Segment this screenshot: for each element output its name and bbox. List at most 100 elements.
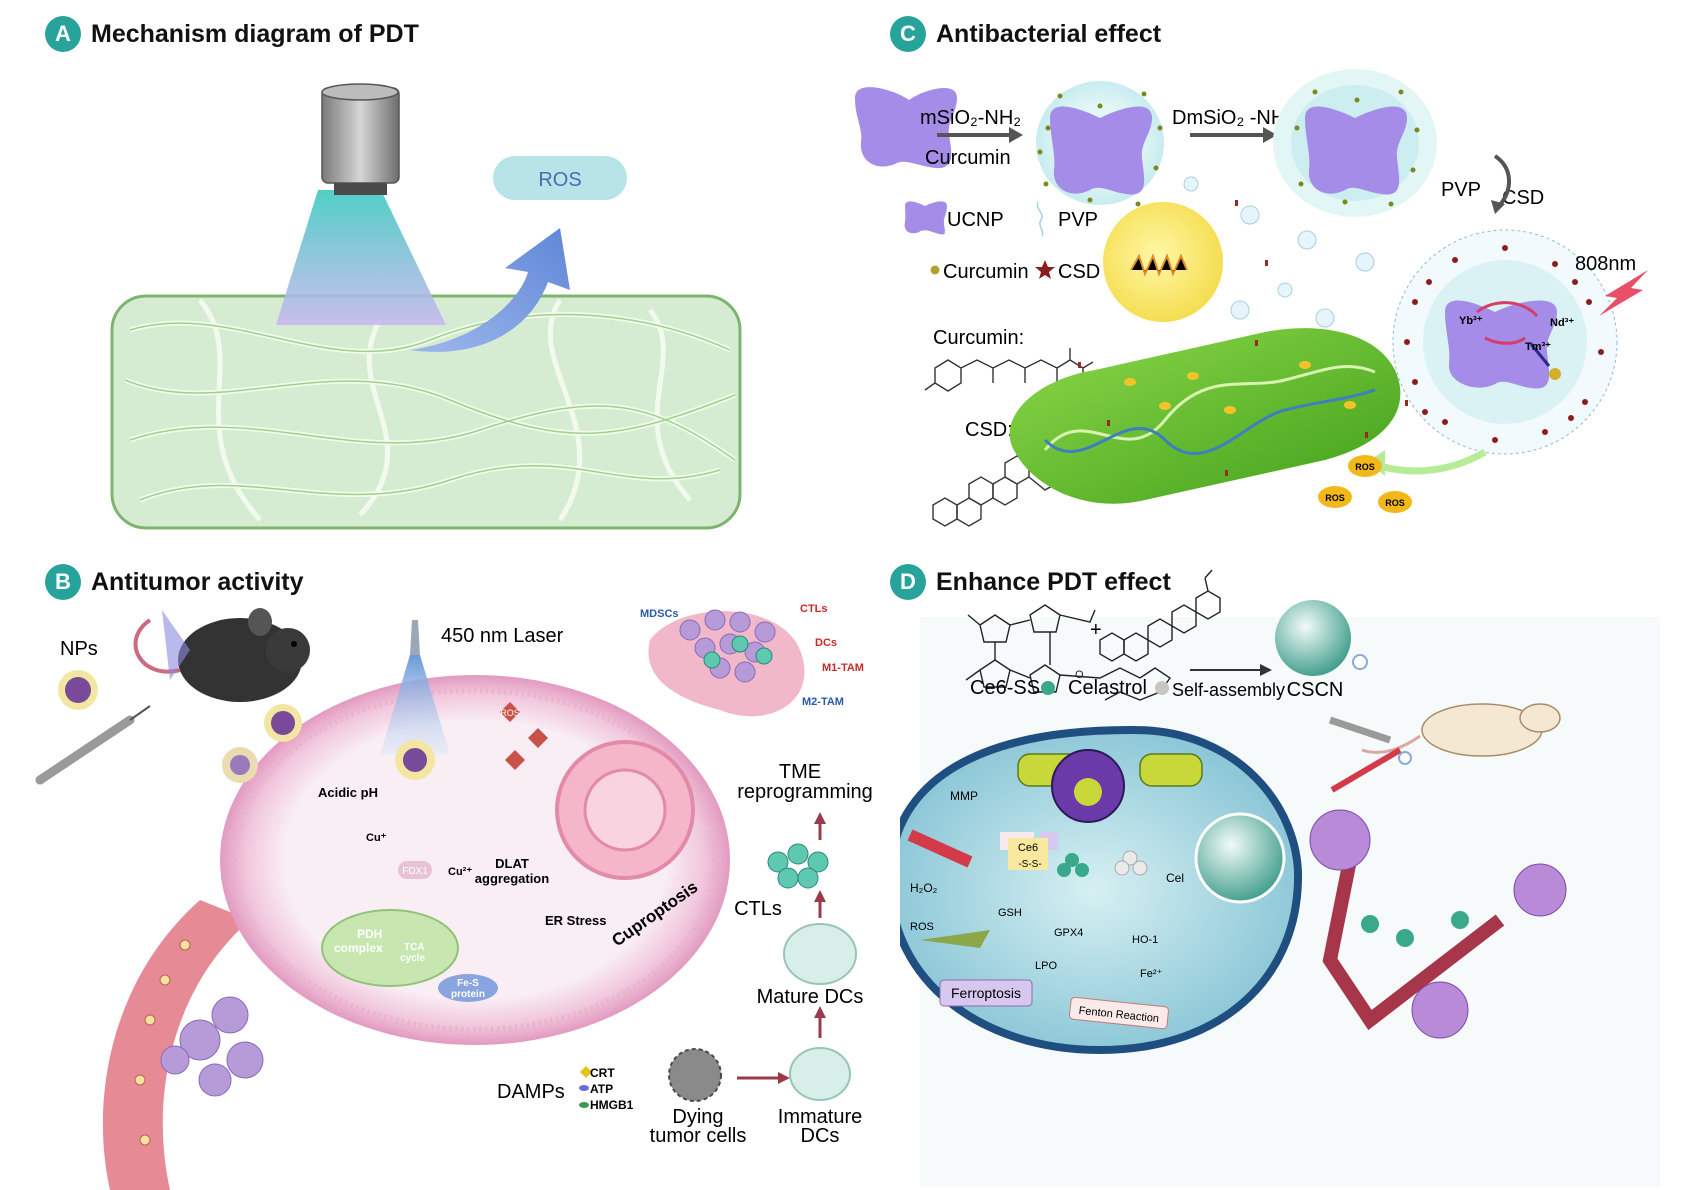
tme-label-2: reprogramming [737, 781, 873, 803]
cel-label: Cel [1166, 871, 1184, 885]
atp-label: ATP [590, 1082, 613, 1096]
csd-structure-label: CSD: [965, 419, 1013, 441]
ce6ss-structure-nh: O [1075, 669, 1084, 681]
panel-b-badge: B [45, 564, 81, 600]
panel-b-title: Antitumor activity [91, 567, 304, 596]
mmp-label: MMP [950, 789, 978, 803]
ctl-cluster [767, 843, 829, 889]
legend-pvp-icon [1036, 201, 1044, 237]
ho1-label: HO-1 [1132, 934, 1158, 946]
ros-pill [493, 156, 627, 200]
csd-particles [1078, 200, 1408, 476]
pdh-label-2: complex [334, 941, 383, 955]
tca-label-1: TCA [404, 942, 425, 953]
panel-c-header: C Antibacterial effect [890, 16, 1161, 52]
aggregation-label: aggregation [475, 871, 549, 886]
pdh-label-1: PDH [357, 927, 382, 941]
dying-tumor-cell [668, 1048, 722, 1102]
legend-pvp: PVP [1058, 209, 1098, 231]
panel-c: C Antibacterial effect mSiO₂-NH₂ Curcumi… [845, 0, 1689, 540]
ce6-label: Ce6 [1018, 842, 1038, 854]
tissue-fibers-outline [124, 313, 736, 501]
fe2-label: Fe²⁺ [1140, 968, 1163, 980]
ros-bursts [1318, 455, 1412, 513]
tm-label: Tm³⁺ [1525, 341, 1551, 353]
damps-label: DAMPs [497, 1081, 565, 1103]
dlat-label: DLAT [495, 856, 529, 871]
csd-step-label: CSD [1502, 187, 1544, 209]
laser-in-cell [907, 829, 973, 868]
step1-label: mSiO₂-NH₂ [920, 107, 1021, 129]
ros-burst-label-2: ROS [1325, 493, 1345, 503]
cscn-entering [1194, 812, 1286, 904]
legend-ucnp: UCNP [947, 209, 1004, 231]
panel-d-header: D Enhance PDT effect [890, 564, 1171, 600]
tumor-vessel [1309, 809, 1567, 1039]
fdx1-label: FDX1 [402, 866, 428, 877]
bacterium [1009, 328, 1401, 504]
m2-tam-label: M2-TAM [802, 696, 844, 708]
dying-label-2: tumor cells [650, 1125, 747, 1147]
laser-label: 450 nm Laser [441, 625, 564, 647]
er-stress-label: ER Stress [545, 913, 606, 928]
light-sphere [1103, 202, 1223, 322]
mitochondrion [321, 909, 459, 987]
panel-d: D Enhance PDT effect O Ce6-SS + [890, 560, 1689, 1190]
h2o2-label: H₂O₂ [910, 881, 938, 895]
pdt-mechanism-illustration: ROS [110, 83, 742, 530]
immature-label-2: DCs [801, 1125, 840, 1147]
vessel-cells [134, 939, 191, 1146]
curcumin-structure [924, 348, 1094, 392]
ros-return-arrow [1375, 448, 1487, 475]
panel-a: A Mechanism diagram of PDT [0, 0, 845, 540]
mouse-illustration [133, 608, 310, 702]
plus-sign: + [1090, 619, 1102, 641]
panel-d-badge: D [890, 564, 926, 600]
immature-label-1: Immature [778, 1106, 862, 1128]
ros-burst-label-1: ROS [1355, 462, 1375, 472]
pvp-step-label: PVP [1441, 179, 1481, 201]
fes-label-1: Fe-S [457, 978, 479, 989]
step2-label: DmSiO₂ -NH₂ [1172, 107, 1293, 129]
panel-b-header: B Antitumor activity [45, 564, 304, 600]
legend-curcumin-icon [930, 265, 940, 275]
curcumin-structure-label: Curcumin: [933, 327, 1024, 349]
np-in-cell [395, 740, 435, 780]
laser-tip [410, 620, 420, 655]
ros-markers [500, 702, 548, 770]
pvp-bubbles [1183, 176, 1445, 328]
immature-dc [789, 1047, 851, 1101]
panel-d-title: Enhance PDT effect [936, 567, 1171, 596]
legend-csd-icon [1035, 260, 1055, 279]
np-particle [58, 670, 98, 710]
lpo-label: LPO [1035, 960, 1057, 972]
legend-ucnp-icon [904, 201, 947, 235]
self-assembly-label: Self-assembly [1172, 680, 1285, 700]
tme-inset [648, 609, 805, 717]
dying-label-1: Dying [672, 1106, 723, 1128]
rat-illustration [1361, 703, 1561, 757]
tme-ctls-label: CTLs [800, 603, 828, 615]
ferroptosis-box [939, 979, 1033, 1007]
syringe-d [1328, 716, 1392, 744]
dna-helix [1043, 365, 1376, 455]
yb-label: Yb³⁺ [1459, 315, 1483, 327]
ferroptosis-label: Ferroptosis [951, 985, 1021, 1001]
laser-d [1330, 747, 1402, 793]
celastrol-structure [1099, 569, 1221, 662]
panel-c-title: Antibacterial effect [936, 19, 1162, 48]
legend-curcumin: Curcumin [943, 261, 1029, 283]
syringe [35, 715, 135, 785]
acidic-ph-label: Acidic pH [318, 785, 378, 800]
celastrol-label: Celastrol [1068, 677, 1147, 699]
panel-a-title: Mechanism diagram of PDT [91, 19, 419, 48]
ce6ss-label: Ce6-SS [970, 677, 1040, 699]
ros-label: ROS [538, 169, 581, 191]
tumor-mass [160, 996, 264, 1097]
ros-release-arrow [410, 228, 570, 352]
ce6ss-structure [965, 604, 1171, 701]
cscn-nanoparticle [1275, 600, 1351, 676]
ss-label: -S-S- [1018, 859, 1041, 870]
panel-b: B Antitumor activity NPs [0, 560, 900, 1190]
gpx4-label: GPX4 [1054, 927, 1083, 939]
